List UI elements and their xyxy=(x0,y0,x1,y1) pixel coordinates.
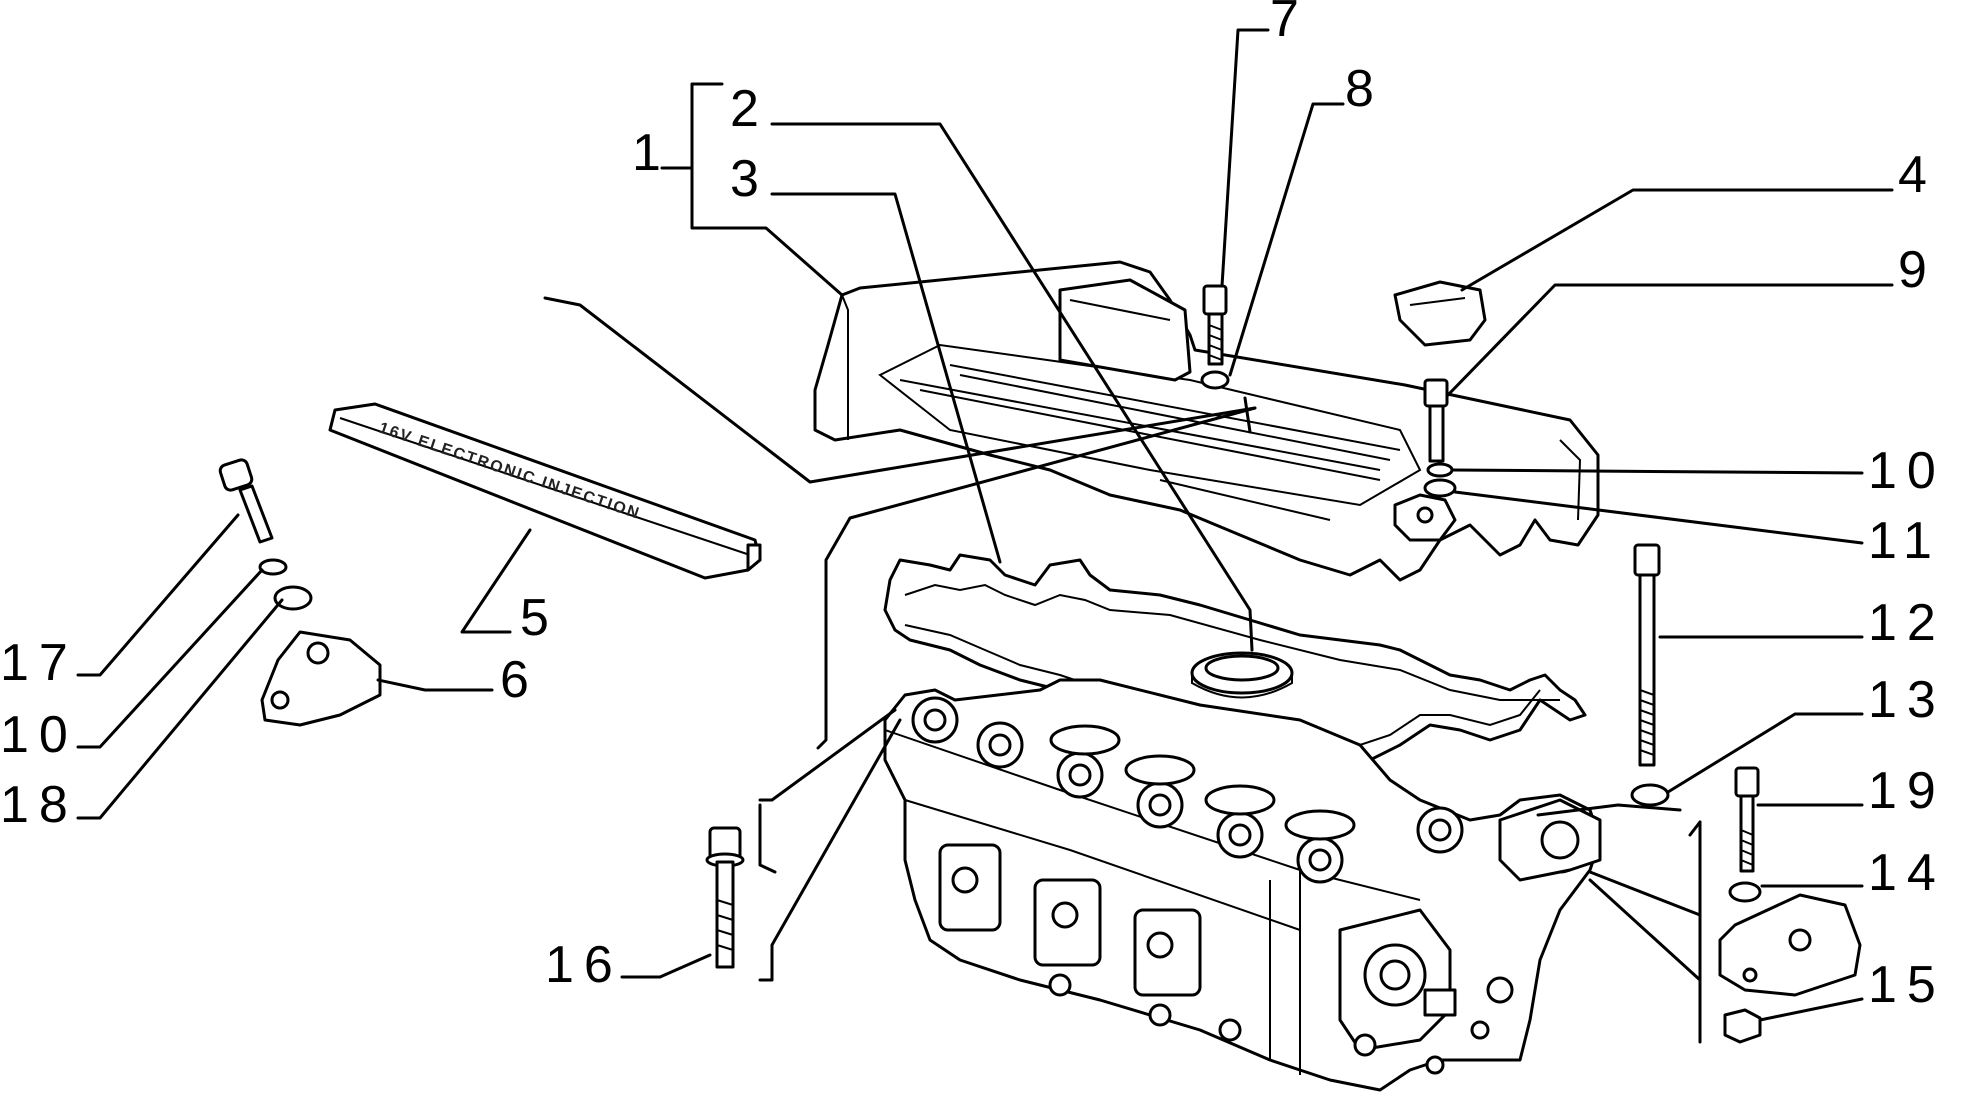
callout-5: 5 xyxy=(520,589,559,647)
cover-strip-text: 16V ELECTRONIC INJECTION xyxy=(377,420,643,523)
washer-13 xyxy=(1630,783,1670,807)
callout-4: 4 xyxy=(1898,146,1937,204)
callout-12: 12 xyxy=(1868,594,1946,652)
leader-lines xyxy=(76,28,1894,1044)
bolt-19 xyxy=(1734,766,1760,873)
nut-15 xyxy=(1723,1008,1762,1044)
washer-11 xyxy=(1423,478,1457,498)
callout-3: 3 xyxy=(730,150,769,208)
bracket-lower-right xyxy=(1718,893,1862,997)
callout-7: 7 xyxy=(1270,0,1309,48)
cover-trim-strip: 16V ELECTRONIC INJECTION xyxy=(328,402,762,580)
callout-10-left: 10 xyxy=(0,706,78,764)
washer-8 xyxy=(1200,370,1230,390)
oil-seal-ring xyxy=(1190,651,1294,699)
callout-10-upper: 10 xyxy=(1868,442,1946,500)
callout-13: 13 xyxy=(1868,671,1946,729)
ports xyxy=(938,843,1242,1042)
callout-17: 17 xyxy=(0,634,78,692)
bolt-9 xyxy=(1423,378,1449,463)
bolt-17 xyxy=(218,458,274,544)
head-front-end xyxy=(1338,908,1514,1075)
washer-14 xyxy=(1728,881,1762,903)
bolt-16 xyxy=(705,826,745,969)
bracket-6 xyxy=(260,630,382,727)
washer-18 xyxy=(273,585,313,611)
callout-1: 1 xyxy=(632,124,671,182)
callout-19: 19 xyxy=(1868,762,1946,820)
cap-4 xyxy=(1393,280,1487,347)
callout-8: 8 xyxy=(1345,60,1384,118)
callout-16: 16 xyxy=(545,936,623,994)
callout-2: 2 xyxy=(730,80,769,138)
valve-pockets xyxy=(1049,724,1356,841)
callout-6: 6 xyxy=(500,651,539,709)
bolt-7 xyxy=(1202,284,1228,366)
callout-11: 11 xyxy=(1868,512,1942,570)
callout-9: 9 xyxy=(1898,241,1937,299)
callout-18: 18 xyxy=(0,776,78,834)
callout-14: 14 xyxy=(1868,844,1946,902)
callout-15: 15 xyxy=(1868,956,1946,1014)
bolt-12 xyxy=(1633,543,1661,767)
callout-labels: 1 2 3 4 5 6 7 8 9 10 10 11 12 13 14 15 1… xyxy=(0,0,1946,1014)
washer-10-left xyxy=(258,558,288,576)
cylinder-head xyxy=(883,678,1602,1092)
washer-10-upper xyxy=(1426,462,1454,478)
